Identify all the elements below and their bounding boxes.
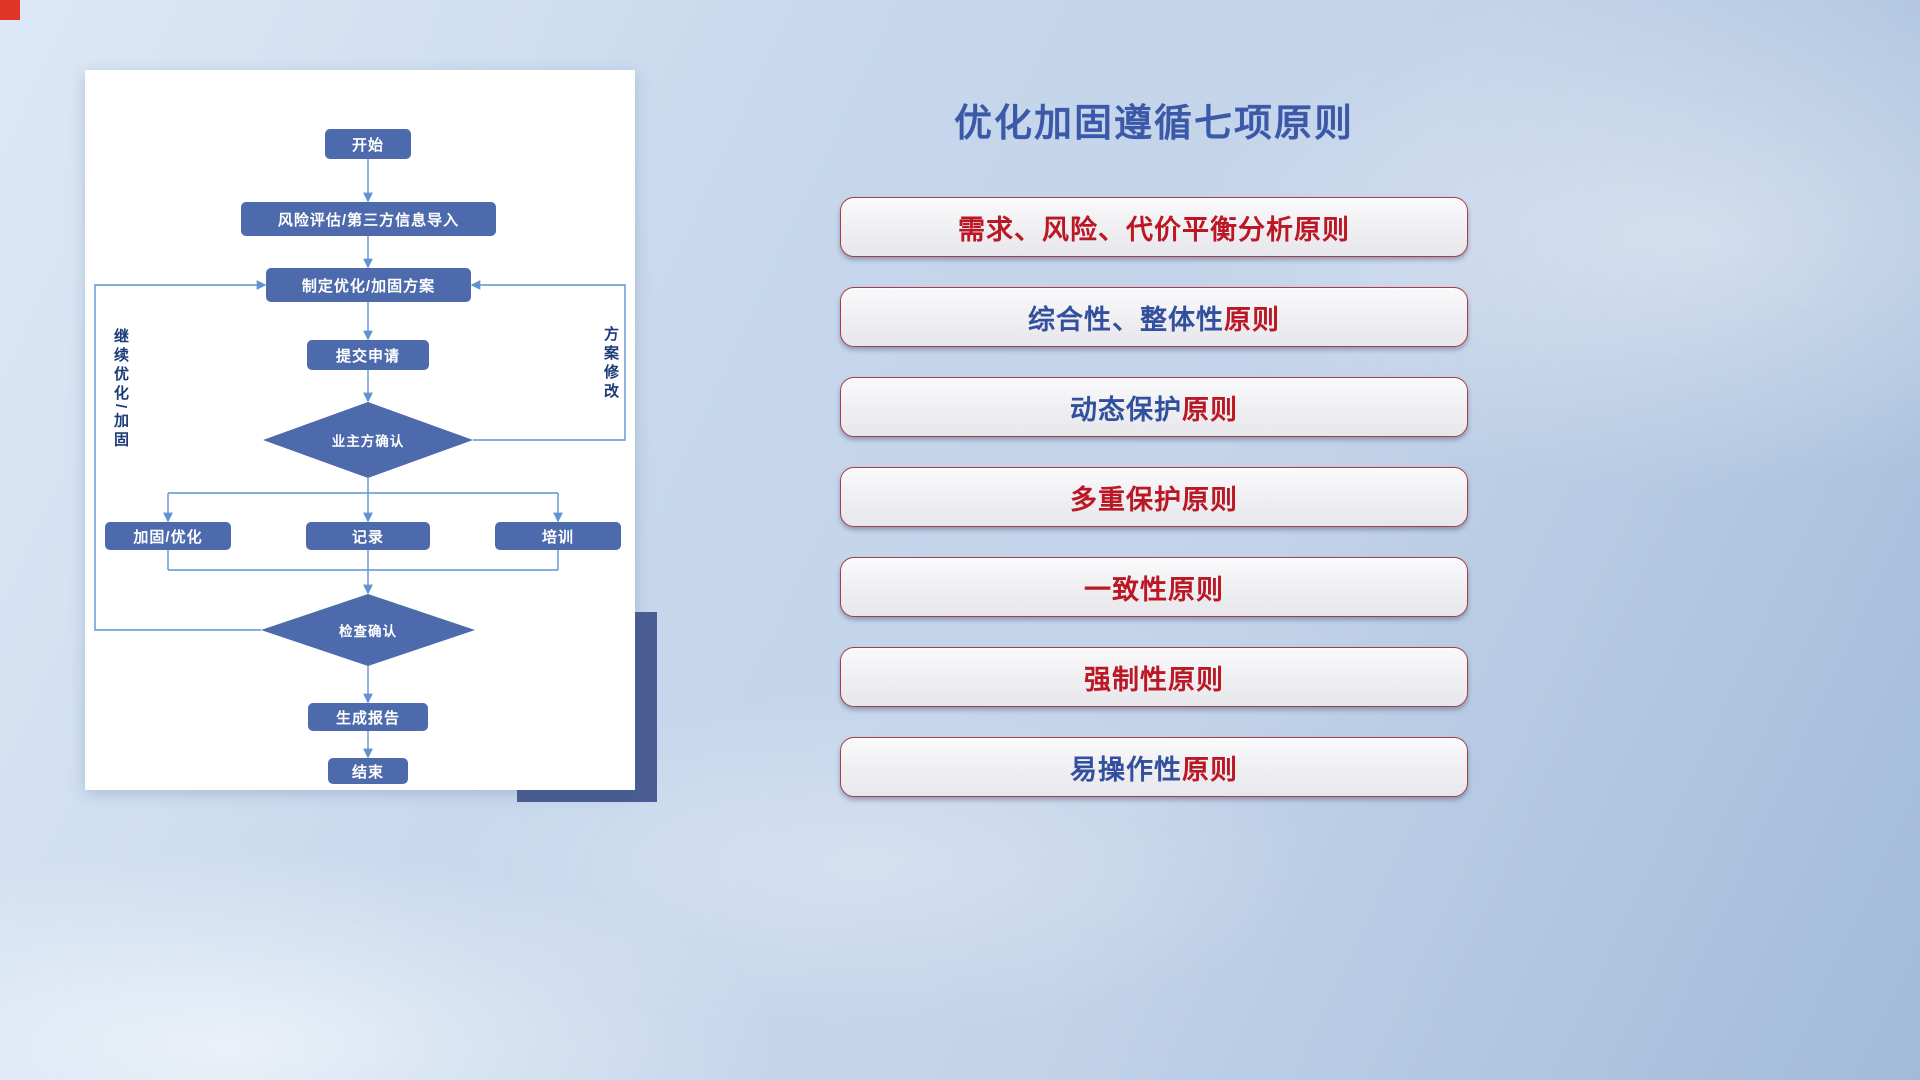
principle-item: 多重保护原则 [840, 467, 1468, 527]
flow-node-training: 培训 [495, 522, 621, 550]
flow-node-harden: 加固/优化 [105, 522, 231, 550]
principle-text: 需求、风险、代价平衡分析原则 [958, 214, 1350, 245]
principle-text: 强制性原则 [1084, 664, 1224, 695]
principle-item: 综合性、整体性原则 [840, 287, 1468, 347]
flow-node-record: 记录 [306, 522, 430, 550]
corner-marker [0, 0, 20, 20]
principle-text: 易操作性 [1070, 754, 1182, 785]
principle-item: 动态保护原则 [840, 377, 1468, 437]
principle-text: 原则 [1182, 754, 1238, 785]
flow-node-end: 结束 [328, 758, 408, 784]
principle-text: 动态保护 [1070, 394, 1182, 425]
flow-node-risk-import: 风险评估/第三方信息导入 [241, 202, 496, 236]
page-title: 优化加固遵循七项原则 [953, 103, 1354, 145]
flow-node-submit: 提交申请 [307, 340, 429, 370]
principle-item: 需求、风险、代价平衡分析原则 [840, 197, 1468, 257]
principle-text: 原则 [1224, 304, 1280, 335]
principle-text: 原则 [1182, 394, 1238, 425]
principle-text: 多重保护原则 [1070, 484, 1238, 515]
flowchart-connectors [94, 159, 626, 759]
principle-text: 一致性原则 [1084, 574, 1224, 605]
flow-node-make-plan: 制定优化/加固方案 [266, 268, 471, 302]
principle-item: 强制性原则 [840, 647, 1468, 707]
principle-item: 易操作性原则 [840, 737, 1468, 797]
flow-node-report: 生成报告 [308, 703, 428, 731]
flowchart-card: 开始 风险评估/第三方信息导入 制定优化/加固方案 提交申请 业主方确认 加固/… [85, 70, 635, 790]
principle-item: 一致性原则 [840, 557, 1468, 617]
flow-node-start: 开始 [325, 129, 411, 159]
principle-text: 综合性、整体性 [1028, 304, 1224, 335]
loop-label-plan-revise: 方案修改 [602, 326, 619, 402]
principles-list: 需求、风险、代价平衡分析原则综合性、整体性原则动态保护原则多重保护原则一致性原则… [840, 197, 1468, 797]
loop-label-continue-optimize: 继续优化/加固 [112, 328, 129, 451]
